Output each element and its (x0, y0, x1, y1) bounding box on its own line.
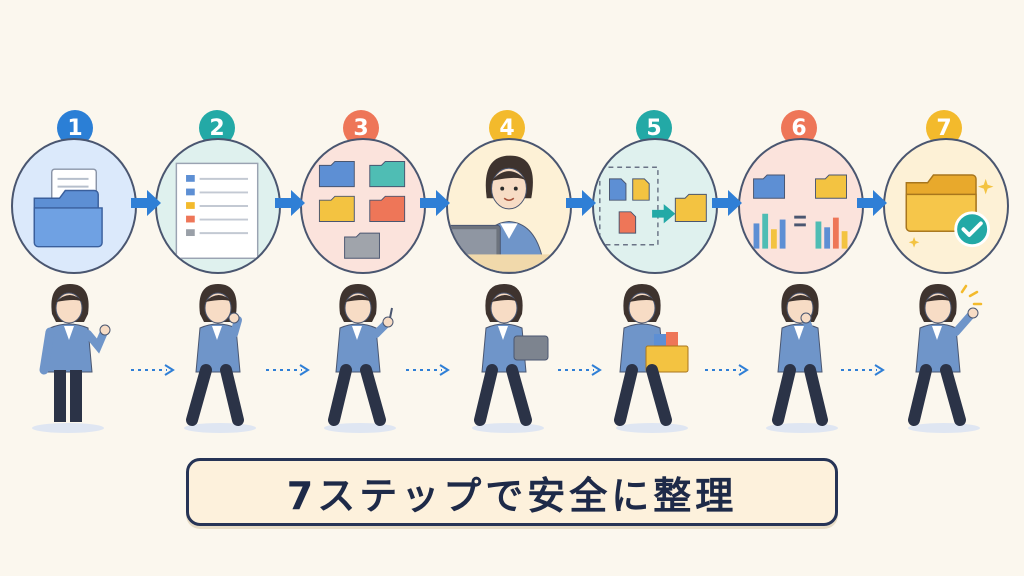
step-1-illustration (11, 138, 137, 274)
walk-arrow-3 (406, 364, 450, 376)
woman-walking-pointing-icon (324, 284, 396, 433)
step-4-illustration (446, 138, 572, 274)
woman-standing-fist-icon (32, 284, 111, 433)
caption-box: 7ステップで安全に整理 (186, 458, 838, 526)
step-arrow-6 (857, 190, 887, 216)
step-5-illustration (592, 138, 718, 274)
walk-arrow-4 (558, 364, 602, 376)
woman-at-laptop-icon (448, 155, 570, 272)
folder-checkmark-icon (905, 174, 994, 248)
step-arrow-5 (712, 190, 742, 216)
step-arrow-1 (131, 190, 161, 216)
woman-walking-box-icon (614, 284, 689, 433)
move-files-to-folder-icon (599, 166, 707, 246)
walk-arrow-2 (266, 364, 310, 376)
compare-folders-charts-icon (753, 174, 848, 249)
document-list-icon (175, 162, 259, 260)
folder-with-documents-icon (33, 168, 103, 248)
step-2-illustration (155, 138, 281, 274)
colored-folders-icon (318, 160, 406, 259)
step-7-illustration (883, 138, 1009, 274)
step-arrow-2 (275, 190, 305, 216)
woman-walking-thinking-icon-2 (766, 284, 838, 433)
step-6-illustration (738, 138, 864, 274)
woman-walking-thinking-icon (184, 284, 256, 433)
walk-arrow-1 (131, 364, 175, 376)
step-3-illustration (300, 138, 426, 274)
woman-walking-cheering-icon (908, 284, 983, 433)
walk-arrow-5 (705, 364, 749, 376)
step-arrow-3 (420, 190, 450, 216)
caption-text: 7ステップで安全に整理 (286, 473, 738, 518)
step-arrow-4 (566, 190, 596, 216)
woman-walking-laptop-icon (472, 284, 549, 433)
walk-arrow-6 (841, 364, 885, 376)
